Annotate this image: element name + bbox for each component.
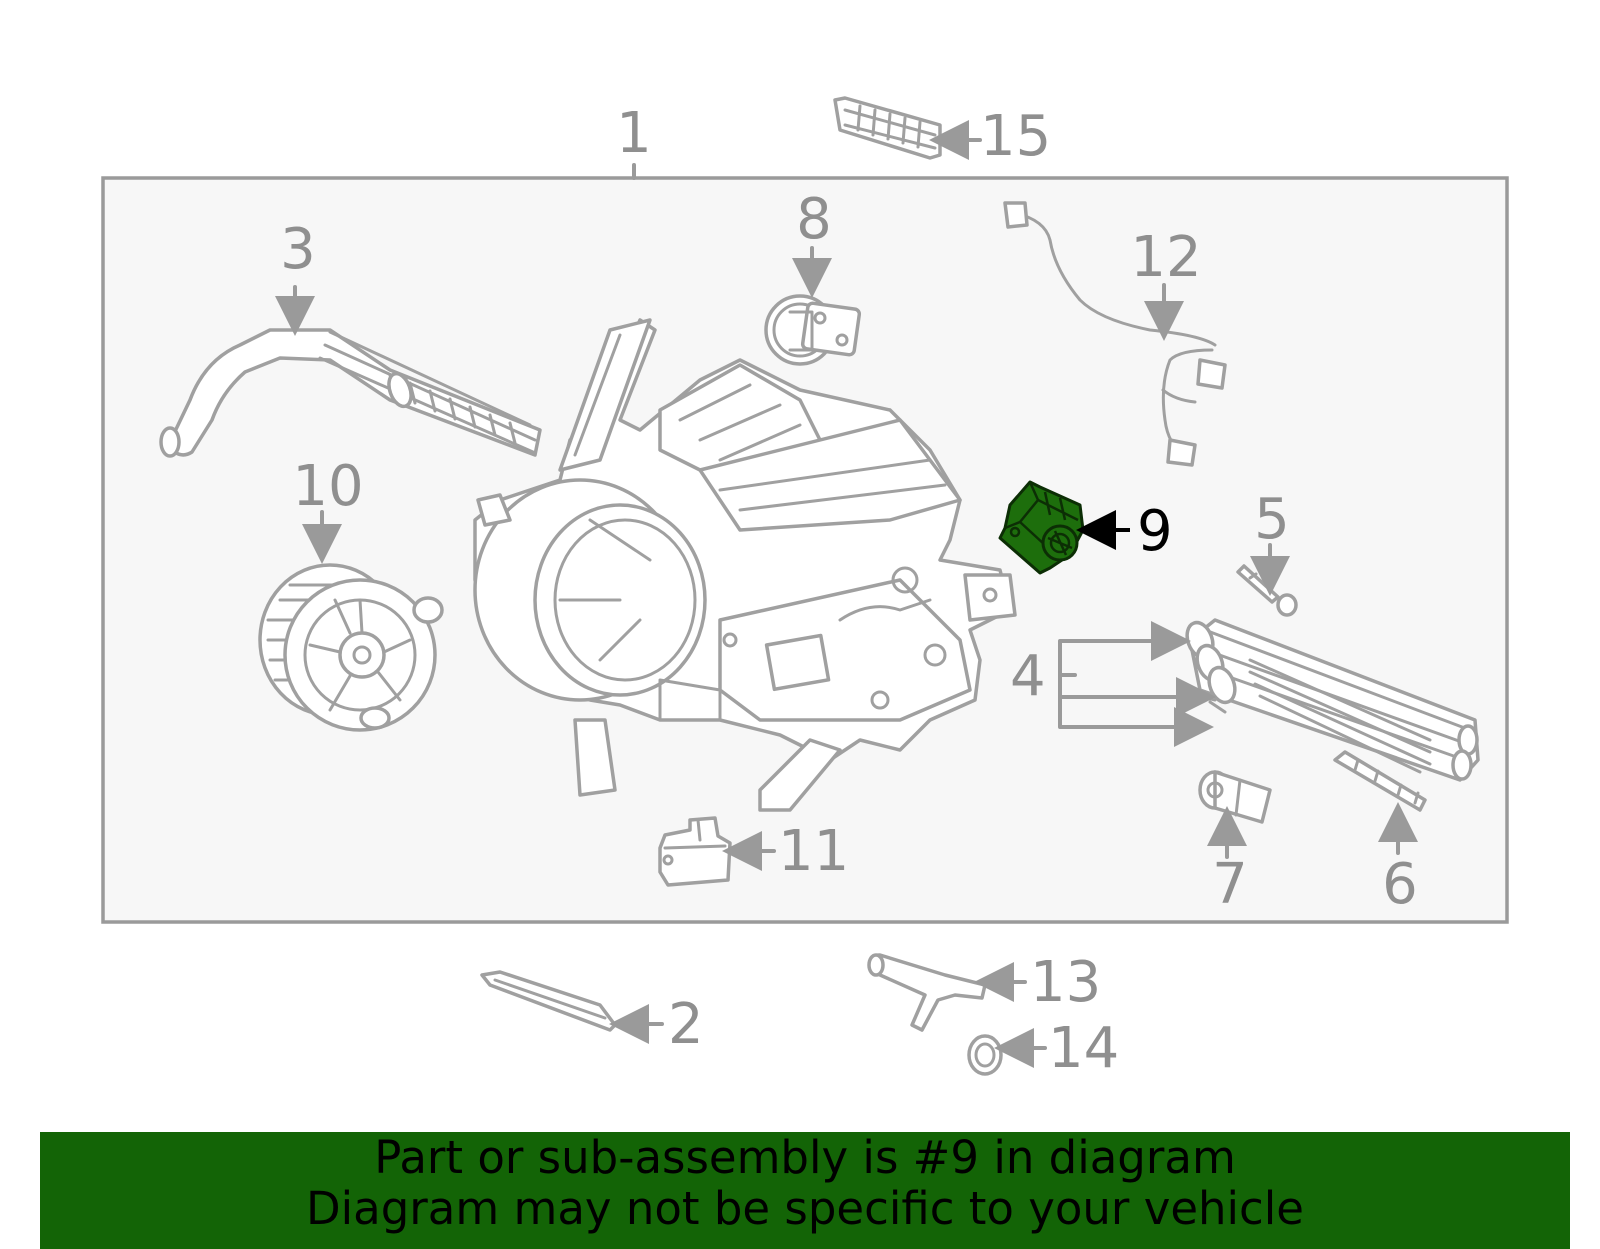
callout-11-label: 11 <box>778 819 849 884</box>
callout-14-label: 14 <box>1048 1016 1119 1081</box>
leader-lines <box>275 120 1418 1068</box>
callout-13-label: 13 <box>1030 950 1101 1015</box>
callout-9-label: 9 <box>1137 499 1173 564</box>
callout-7-label: 7 <box>1212 852 1248 917</box>
callout-5-label: 5 <box>1254 487 1290 552</box>
callout-3-label: 3 <box>280 217 316 282</box>
part-13-drain-hose[interactable] <box>867 953 987 1032</box>
part-8-mode-actuator[interactable] <box>764 294 862 366</box>
callout-2-label: 2 <box>668 992 704 1057</box>
info-banner: Part or sub-assembly is #9 in diagram Di… <box>40 1132 1570 1249</box>
callout-15-label: 15 <box>980 104 1051 169</box>
part-2-air-filter[interactable] <box>480 970 617 1032</box>
part-3-heater-core[interactable] <box>159 328 542 458</box>
part-15-cover[interactable] <box>833 96 942 160</box>
banner-line-1: Part or sub-assembly is #9 in diagram <box>374 1131 1236 1184</box>
callout-1-label: 1 <box>616 101 652 166</box>
banner-line-2: Diagram may not be specific to your vehi… <box>306 1182 1304 1235</box>
part-6-bracket[interactable] <box>1333 750 1427 812</box>
callout-10-label: 10 <box>292 454 363 519</box>
part-4-evaporator[interactable] <box>1183 618 1480 782</box>
part-9-servo-actuator[interactable] <box>998 480 1085 575</box>
callout-8-label: 8 <box>796 187 832 252</box>
callout-12-label: 12 <box>1130 225 1201 290</box>
part-11-resistor[interactable] <box>658 816 732 887</box>
part-14-grommet[interactable] <box>967 1034 1003 1076</box>
callout-6-label: 6 <box>1382 852 1418 917</box>
callout-4-label: 4 <box>1010 644 1046 709</box>
part-1-hvac-housing[interactable] <box>473 318 1017 812</box>
part-10-blower-motor[interactable] <box>258 563 444 732</box>
